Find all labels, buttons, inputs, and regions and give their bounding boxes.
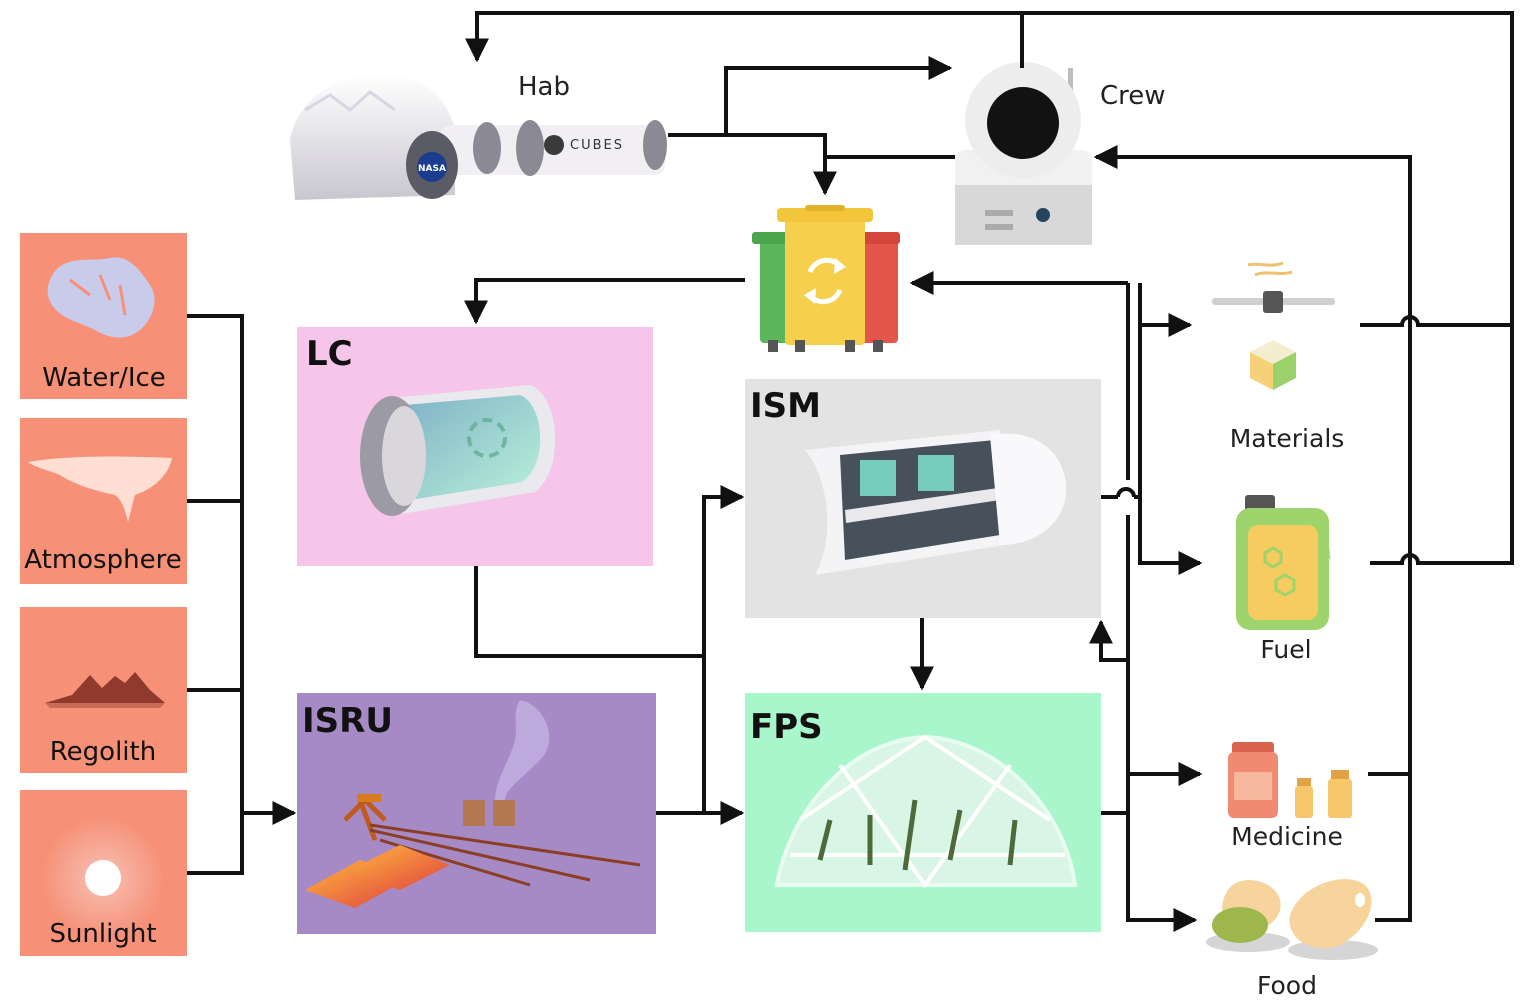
resource-regolith: Regolith	[20, 607, 187, 773]
resource-label: Regolith	[50, 737, 156, 767]
output-label: Materials	[1230, 424, 1345, 453]
fuel-can-icon	[1236, 495, 1331, 630]
module-ism: ISM	[745, 379, 1101, 618]
ism-module-icon	[805, 430, 1067, 575]
recycler	[752, 205, 900, 352]
output-medicine: Medicine	[1228, 742, 1352, 851]
resource-sunlight: Sunlight	[20, 790, 187, 956]
lc-output-line	[474, 566, 704, 658]
printer-cube-icon	[1212, 261, 1335, 390]
regolith-icon	[45, 672, 165, 708]
fps-to-food-arrow	[1126, 283, 1195, 920]
fuel-rail	[1370, 325, 1514, 565]
module-label: ISRU	[302, 701, 393, 741]
resource-atmosphere: Atmosphere	[20, 418, 187, 584]
hab: NASA CUBES Hab	[290, 72, 667, 200]
resource-flow-lines	[187, 314, 297, 875]
module-label: ISM	[750, 386, 821, 426]
nasa-badge-icon	[417, 152, 447, 182]
output-materials: Materials	[1212, 261, 1345, 453]
module-label: LC	[306, 334, 353, 374]
output-label: Food	[1257, 971, 1317, 1000]
output-food: Food	[1206, 879, 1378, 1000]
ism-to-fuel-arrow	[1101, 495, 1200, 563]
hab-to-crew-arrow	[668, 56, 953, 137]
flow-arrows	[464, 11, 1514, 922]
atmosphere-icon	[28, 456, 172, 522]
cubes-sign: CUBES	[570, 138, 624, 153]
resource-label: Water/Ice	[42, 363, 166, 393]
hab-to-recycler-arrow	[726, 133, 837, 196]
crew: Crew	[955, 62, 1166, 245]
module-label: FPS	[750, 707, 823, 747]
astronaut-icon	[955, 62, 1092, 245]
to-ism-arrow	[656, 485, 745, 815]
lc-cylinder-icon	[360, 385, 556, 516]
hab-icon: NASA CUBES	[290, 74, 667, 200]
ism-line-hop	[1116, 487, 1136, 498]
recycle-bins-icon	[752, 205, 900, 352]
module-fps: FPS	[745, 693, 1101, 932]
fps-to-ism-arrow	[1089, 619, 1128, 662]
medicine-bottles-icon	[1228, 742, 1352, 818]
output-fuel: Fuel	[1236, 495, 1331, 664]
recycler-to-lc-arrow	[464, 278, 745, 325]
greenhouse-dome-icon	[774, 734, 1078, 889]
isru-mining-icon	[305, 700, 641, 908]
materials-rail	[1360, 315, 1512, 327]
module-isru: ISRU	[297, 693, 656, 934]
potato-icon	[1206, 879, 1378, 960]
resource-label: Sunlight	[49, 919, 156, 949]
module-lc: LC	[297, 327, 653, 566]
resource-water-ice: Water/Ice	[20, 233, 187, 399]
resource-label: Atmosphere	[24, 545, 181, 575]
water-ice-icon	[47, 257, 155, 338]
outputs-to-hab-arrow	[465, 11, 1514, 325]
nasa-badge-text: NASA	[418, 164, 446, 174]
sunlight-icon	[41, 816, 165, 940]
crew-label: Crew	[1100, 81, 1166, 111]
hab-label: Hab	[518, 72, 570, 102]
output-label: Medicine	[1231, 822, 1343, 851]
output-label: Fuel	[1260, 635, 1311, 664]
to-crew-arrow	[1093, 145, 1412, 922]
cubes-logo-icon	[544, 135, 564, 155]
ism-to-materials-arrow	[1138, 283, 1190, 497]
